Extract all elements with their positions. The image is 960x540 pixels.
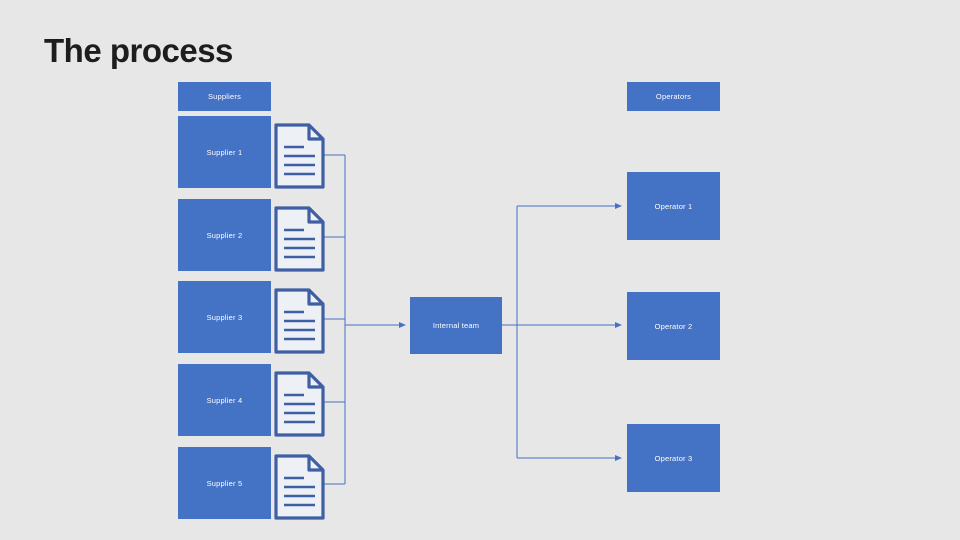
node-operator-3[interactable]: Operator 3 <box>627 424 720 492</box>
node-operator-1-label: Operator 1 <box>654 201 693 211</box>
node-supplier-5[interactable]: Supplier 5 <box>178 447 271 519</box>
node-supplier-2-label: Supplier 2 <box>206 230 243 240</box>
page-title: The process <box>44 32 233 69</box>
node-supplier-4[interactable]: Supplier 4 <box>178 364 271 436</box>
column-header-suppliers: Suppliers <box>178 82 271 111</box>
document-icon-supplier-1 <box>274 123 325 189</box>
node-supplier-1-label: Supplier 1 <box>206 147 243 157</box>
node-operator-1[interactable]: Operator 1 <box>627 172 720 240</box>
node-supplier-4-label: Supplier 4 <box>206 395 243 405</box>
node-internal-team[interactable]: Internal team <box>410 297 502 354</box>
column-header-suppliers-label: Suppliers <box>207 92 242 101</box>
node-operator-2[interactable]: Operator 2 <box>627 292 720 360</box>
document-icon-supplier-4 <box>274 371 325 437</box>
node-operator-2-label: Operator 2 <box>654 321 693 331</box>
document-icon-supplier-3 <box>274 288 325 354</box>
node-supplier-1[interactable]: Supplier 1 <box>178 116 271 188</box>
node-supplier-5-label: Supplier 5 <box>206 478 243 488</box>
column-header-operators-label: Operators <box>655 92 692 101</box>
document-icon-supplier-2 <box>274 206 325 272</box>
node-supplier-3-label: Supplier 3 <box>206 312 243 322</box>
document-icon-supplier-5 <box>274 454 325 520</box>
column-header-operators: Operators <box>627 82 720 111</box>
node-operator-3-label: Operator 3 <box>654 453 693 463</box>
node-supplier-2[interactable]: Supplier 2 <box>178 199 271 271</box>
node-internal-team-label: Internal team <box>432 321 480 330</box>
node-supplier-3[interactable]: Supplier 3 <box>178 281 271 353</box>
